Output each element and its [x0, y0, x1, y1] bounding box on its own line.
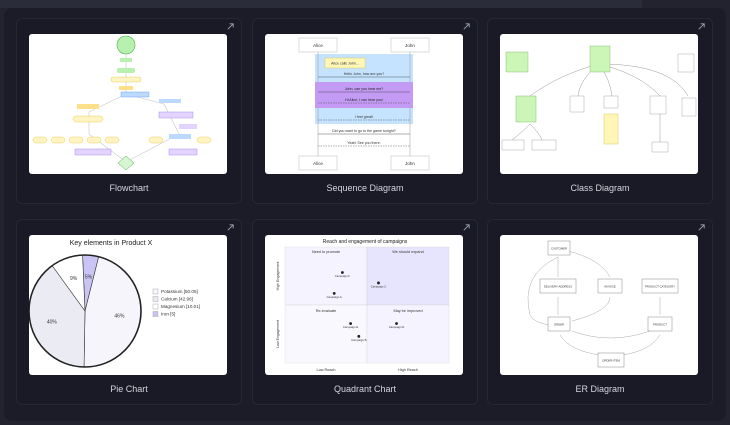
flowchart-thumbnail [29, 34, 227, 174]
open-external-icon[interactable] [462, 22, 472, 32]
er-order: ORDER [554, 323, 564, 327]
card-label: Pie Chart [110, 384, 148, 394]
sequence-preview: Alice John Alice calls John... Hello Joh… [298, 37, 430, 171]
seq-msg-1: Hello John, how are you? [344, 72, 385, 76]
seq-msg-2: John, can you hear me? [345, 87, 384, 91]
quadrant-3-label: Re-evaluate [316, 309, 336, 313]
quadrant-point [332, 292, 336, 295]
legend-label: Potassium [50.05] [161, 289, 198, 294]
legend-label: Iron [5] [161, 312, 175, 317]
flowchart-preview [32, 35, 212, 171]
pie-title: Key elements in Product X [70, 240, 153, 247]
pie-slice-label: 40% [47, 319, 58, 325]
legend-swatch [152, 296, 159, 302]
y-axis-low-label: Low Engagement [276, 320, 280, 348]
legend-swatch [152, 303, 159, 310]
actor-john-bottom: John [405, 161, 415, 166]
actor-alice-bottom: Alice [313, 161, 323, 166]
card-label: ER Diagram [575, 384, 625, 394]
quadrant-thumbnail: Reach and engagement of campaigns Need t… [265, 235, 463, 375]
quadrant-point [357, 334, 361, 338]
card-class-diagram[interactable]: Class Diagram [487, 18, 713, 204]
card-label: Quadrant Chart [333, 384, 397, 394]
sequence-thumbnail: Alice John Alice calls John... Hello Joh… [265, 34, 463, 174]
card-flowchart[interactable]: Flowchart [16, 18, 242, 204]
quadrant-point [377, 281, 380, 285]
actor-john-top: John [405, 43, 415, 48]
er-product-category: PRODUCT-CATEGORY [645, 285, 675, 289]
pie-slice-label: 46% [114, 314, 125, 320]
card-er-diagram[interactable]: CUSTOMER DELIVERY-ADDRESS INVOICE PRODUC… [487, 219, 713, 405]
quadrant-title: Reach and engagement of campaigns [323, 239, 408, 245]
quadrant-point [341, 271, 344, 274]
card-label: Sequence Diagram [326, 183, 404, 193]
quadrant-4-label: May be improved [393, 309, 422, 313]
card-quadrant-chart[interactable]: Reach and engagement of campaigns Need t… [252, 219, 478, 405]
quadrant-point-label: Campaign A [327, 295, 342, 299]
open-external-icon[interactable] [226, 22, 236, 32]
legend-label: Magnesium [10.01] [161, 304, 200, 309]
legend-label: Calcium [42.96] [161, 297, 193, 302]
pie-slice-label: 5% [85, 274, 93, 280]
top-bar [0, 0, 642, 8]
quadrant-point-label: Campaign F [335, 274, 351, 278]
legend-swatch [152, 311, 159, 317]
card-pie-chart[interactable]: Key elements in Product X 5% 46% 40% 9% Pot… [16, 219, 242, 405]
seq-msg-4: I feel great! [355, 115, 373, 119]
seq-msg-5: Did you want to go to the game tonight? [332, 129, 396, 133]
quadrant-2-label: Need to promote [312, 250, 340, 254]
legend-swatch [152, 288, 159, 295]
open-external-icon[interactable] [462, 223, 472, 233]
quadrant-point [349, 322, 352, 325]
quadrant-1-label: We should expand [392, 250, 423, 254]
quadrant-point [395, 322, 398, 325]
seq-note-1: Alice calls John... [331, 62, 359, 66]
quadrant-point-label: Campaign C [371, 284, 387, 288]
card-label: Flowchart [109, 183, 149, 193]
pie-slice-label: 9% [70, 276, 78, 282]
x-axis-high-label: High Reach [398, 368, 418, 372]
card-sequence-diagram[interactable]: Alice John Alice calls John... Hello Joh… [252, 18, 478, 204]
open-external-icon[interactable] [226, 223, 236, 233]
open-external-icon[interactable] [697, 22, 707, 32]
class-thumbnail [500, 34, 698, 174]
quadrant-point-label: Campaign D [389, 325, 405, 329]
er-product: PRODUCT [653, 323, 667, 327]
open-external-icon[interactable] [697, 223, 707, 233]
quadrant-point-label: Campaign B [351, 338, 367, 342]
pie-outline [29, 254, 142, 368]
seq-msg-3: Hi Alice, I can hear you! [345, 98, 383, 102]
seq-msg-6: Yeah! See you there. [347, 141, 380, 145]
actor-alice-top: Alice [313, 43, 323, 48]
pie-thumbnail: Key elements in Product X 5% 46% 40% 9% Pot… [29, 235, 227, 375]
er-thumbnail: CUSTOMER DELIVERY-ADDRESS INVOICE PRODUC… [500, 235, 698, 375]
class-preview [501, 45, 697, 153]
pie-preview: Key elements in Product X 5% 46% 40% 9% Pot… [29, 240, 200, 368]
quadrant-preview: Reach and engagement of campaigns Need t… [276, 239, 450, 372]
er-preview: CUSTOMER DELIVERY-ADDRESS INVOICE PRODUC… [527, 240, 679, 368]
er-invoice: INVOICE [604, 285, 616, 289]
er-customer: CUSTOMER [551, 247, 567, 251]
er-order-item: ORDER-ITEM [602, 359, 620, 363]
card-label: Class Diagram [570, 183, 630, 193]
x-axis-low-label: Low Reach [317, 368, 336, 372]
er-delivery-address: DELIVERY-ADDRESS [544, 285, 572, 289]
y-axis-high-label: High Engagement [276, 262, 280, 291]
quadrant-point-label: Campaign E [343, 325, 359, 329]
